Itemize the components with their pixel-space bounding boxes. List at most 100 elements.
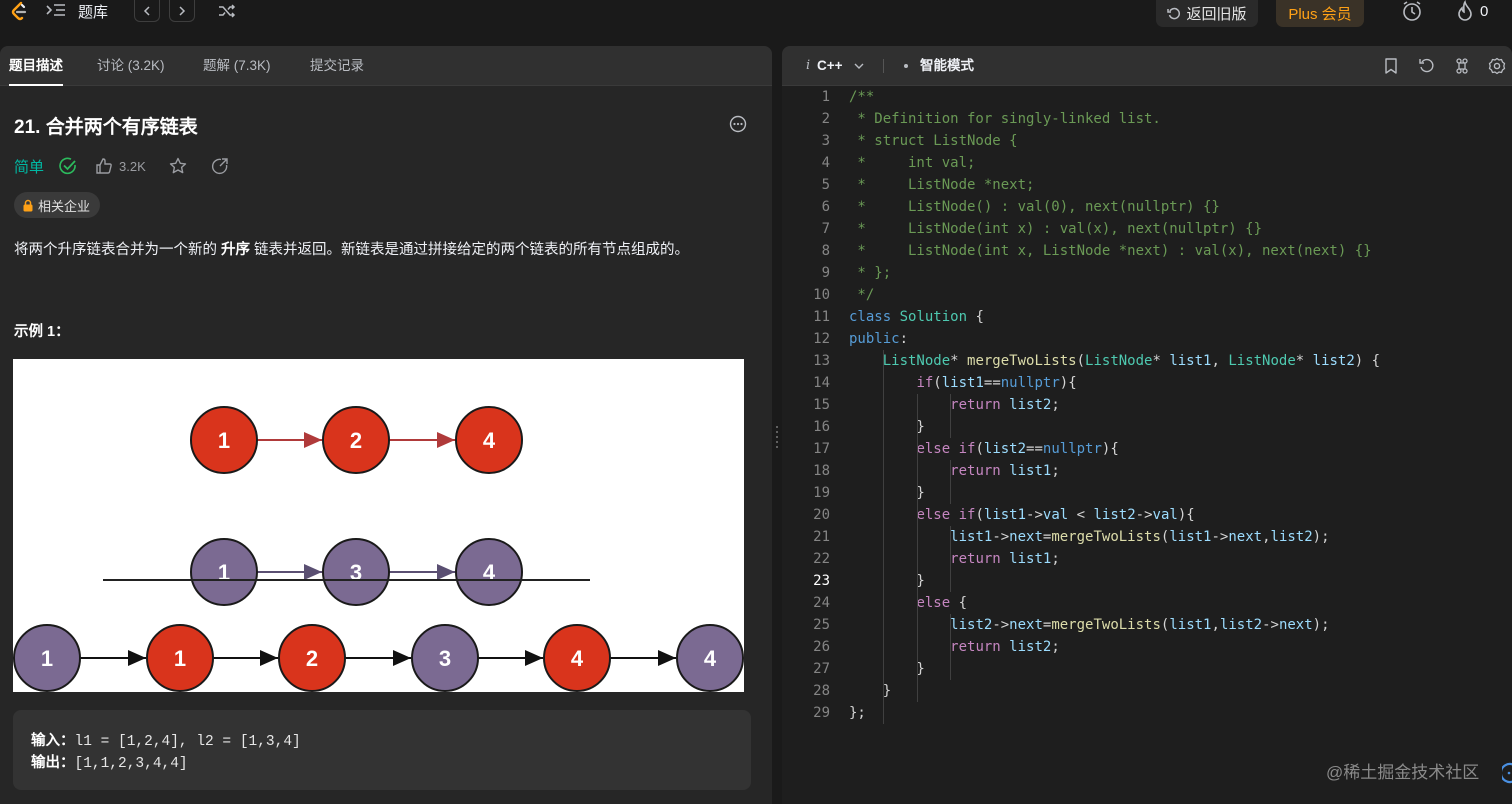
tab-solutions[interactable]: 题解 (7.3K) [203, 58, 271, 73]
code-area[interactable]: 1/**2 * Definition for singly-linked lis… [782, 86, 1512, 804]
code-line[interactable]: 26 return list2; [782, 636, 1512, 658]
input-key: 输入： [31, 733, 75, 749]
chevron-down-icon[interactable] [852, 59, 866, 73]
tab-description[interactable]: 题目描述 [9, 46, 63, 86]
code-line[interactable]: 6 * ListNode() : val(0), next(nullptr) {… [782, 196, 1512, 218]
list2-node-label: 3 [350, 560, 362, 585]
code-line[interactable]: 4 * int val; [782, 152, 1512, 174]
code-text: } [849, 683, 892, 699]
code-text: * }; [849, 265, 892, 281]
more-options-icon[interactable] [728, 114, 748, 134]
problem-list-icon[interactable] [44, 0, 68, 22]
code-editor-panel: i C++ 智能模式 1/**2 * Definition for singly… [782, 46, 1512, 804]
merged-node-label: 4 [571, 646, 584, 671]
list2-node: 4 [455, 538, 523, 606]
list2-node: 1 [190, 538, 258, 606]
code-line[interactable]: 29}; [782, 702, 1512, 724]
command-key-icon[interactable] [1452, 56, 1472, 76]
bookmark-icon[interactable] [1381, 56, 1401, 76]
merged-node-label: 1 [174, 646, 186, 671]
code-line[interactable]: 16 } [782, 416, 1512, 438]
settings-gear-icon[interactable] [1487, 56, 1507, 76]
alarm-clock-icon[interactable] [1398, 0, 1426, 22]
code-line[interactable]: 17 else if(list2==nullptr){ [782, 438, 1512, 460]
list1-node-circle [322, 406, 390, 474]
tab-discussion[interactable]: 讨论 (3.2K) [97, 58, 165, 73]
code-line[interactable]: 8 * ListNode(int x, ListNode *next) : va… [782, 240, 1512, 262]
code-line[interactable]: 2 * Definition for singly-linked list. [782, 108, 1512, 130]
indent-guide [950, 614, 952, 680]
code-line[interactable]: 28 } [782, 680, 1512, 702]
language-selector[interactable]: C++ [817, 58, 843, 73]
smart-mode-toggle[interactable]: 智能模式 [920, 58, 974, 73]
leetcode-logo-icon[interactable] [4, 0, 34, 22]
output-value: [1,1,2,3,4,4] [74, 756, 188, 772]
merged-node-circle [676, 624, 744, 692]
solved-check-icon [58, 156, 78, 176]
line-number: 5 [821, 177, 830, 193]
merged-node: 1 [13, 624, 81, 692]
star-icon[interactable] [168, 156, 188, 176]
merged-node-circle [278, 624, 346, 692]
undo-icon [1167, 7, 1181, 19]
list2-row: 1 3 4 [190, 538, 523, 606]
thumbs-up-icon[interactable] [94, 156, 114, 176]
code-text: public: [849, 331, 909, 347]
line-number: 3 [821, 133, 830, 149]
related-companies-tag[interactable]: 相关企业 [14, 192, 101, 218]
line-number: 29 [813, 705, 830, 721]
description-bold: 升序 [221, 242, 251, 258]
code-line[interactable]: 24 else { [782, 592, 1512, 614]
code-line[interactable]: 22 return list1; [782, 548, 1512, 570]
line-number: 15 [813, 397, 830, 413]
code-text: * ListNode(int x) : val(x), next(nullptr… [849, 221, 1263, 237]
chat-bubble-icon[interactable] [1502, 762, 1512, 784]
chevron-left-icon [143, 5, 150, 16]
code-line[interactable]: 1/** [782, 86, 1512, 108]
line-number: 10 [813, 287, 830, 303]
line-number: 11 [813, 309, 830, 325]
merged-node-circle [543, 624, 611, 692]
line-number: 9 [821, 265, 830, 281]
plus-membership-button[interactable]: Plus 会员 [1276, 0, 1364, 27]
code-line[interactable]: 25 list2->next=mergeTwoLists(list1,list2… [782, 614, 1512, 636]
code-line[interactable]: 23 } [782, 570, 1512, 592]
tab-submissions[interactable]: 提交记录 [310, 58, 364, 73]
code-line[interactable]: 5 * ListNode *next; [782, 174, 1512, 196]
code-text: * ListNode(int x, ListNode *next) : val(… [849, 243, 1372, 259]
code-text: else { [916, 595, 968, 611]
list1-node-label: 2 [350, 428, 362, 453]
code-line[interactable]: 10 */ [782, 284, 1512, 306]
panel-resize-handle[interactable] [775, 426, 779, 448]
code-line[interactable]: 19 } [782, 482, 1512, 504]
merged-node-circle [411, 624, 479, 692]
code-text: * Definition for singly-linked list. [849, 111, 1161, 127]
code-line[interactable]: 15 return list2; [782, 394, 1512, 416]
code-text: /** [849, 89, 875, 105]
code-line[interactable]: 9 * }; [782, 262, 1512, 284]
code-line[interactable]: 20 else if(list1->val < list2->val){ [782, 504, 1512, 526]
code-line[interactable]: 3 * struct ListNode { [782, 130, 1512, 152]
shuffle-icon[interactable] [214, 0, 240, 22]
prev-problem-button[interactable] [134, 0, 160, 22]
next-problem-button[interactable] [169, 0, 195, 22]
problem-bank-title[interactable]: 题库 [78, 3, 109, 21]
code-line[interactable]: 18 return list1; [782, 460, 1512, 482]
reset-code-icon[interactable] [1417, 56, 1437, 76]
code-line[interactable]: 13 ListNode* mergeTwoLists(ListNode* lis… [782, 350, 1512, 372]
return-old-version-button[interactable]: 返回旧版 [1156, 0, 1258, 27]
example-box: 输入：l1 = [1,2,4], l2 = [1,3,4] 输出：[1,1,2,… [13, 710, 751, 790]
code-line[interactable]: 27 } [782, 658, 1512, 680]
merged-node: 2 [278, 624, 346, 692]
streak-fire-icon[interactable] [1452, 0, 1478, 22]
share-icon[interactable] [210, 156, 230, 176]
lock-icon [23, 199, 33, 211]
merged-node: 4 [676, 624, 744, 692]
code-line[interactable]: 14 if(list1==nullptr){ [782, 372, 1512, 394]
code-line[interactable]: 21 list1->next=mergeTwoLists(list1->next… [782, 526, 1512, 548]
code-text: */ [849, 287, 875, 303]
code-line[interactable]: 7 * ListNode(int x) : val(x), next(nullp… [782, 218, 1512, 240]
